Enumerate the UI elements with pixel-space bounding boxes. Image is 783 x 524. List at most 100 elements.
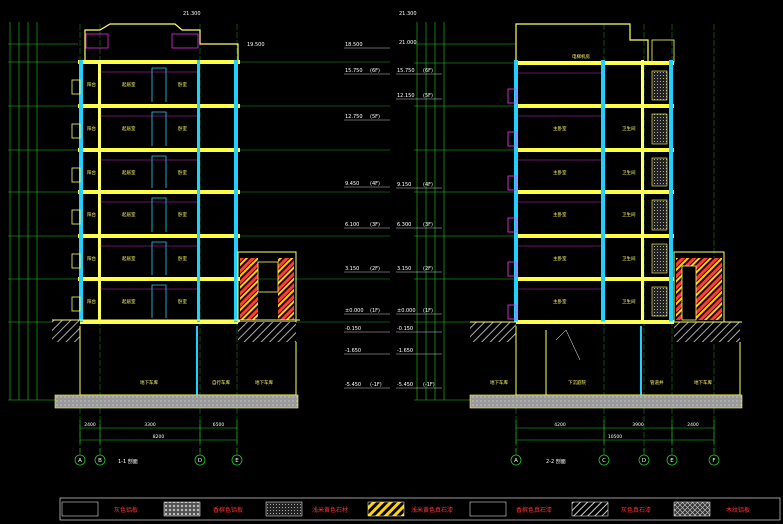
right-axis-D: D	[642, 458, 646, 464]
right-balcony-rail	[507, 217, 517, 233]
right-roof-box	[651, 39, 675, 63]
legend-label: 浅米黄色真石漆	[411, 506, 453, 514]
right-axis-circle	[638, 454, 650, 466]
left-floor-slab	[78, 234, 240, 238]
left-roof-top-elevation: 21.300	[183, 11, 201, 17]
left-room-balcony: 阳台	[87, 255, 96, 262]
left-level-elevation: 3.150	[345, 266, 359, 272]
left-level-floor: (-1F)	[370, 382, 382, 388]
right-dim-label: 2400	[687, 422, 699, 428]
right-annex-door	[681, 265, 697, 321]
legend-swatch-empty	[469, 501, 507, 517]
right-wall-d	[641, 60, 644, 322]
left-room-bedroom: 卧室	[178, 211, 187, 218]
right-level-elevation: 3.150	[397, 266, 411, 272]
left-room-living: 起居室	[122, 125, 136, 132]
legend-swatch-diag	[571, 501, 609, 517]
right-roof-top-elevation: 21.300	[399, 11, 417, 17]
left-axis-D: D	[198, 458, 202, 464]
left-room-living: 起居室	[122, 298, 136, 305]
left-balcony-rail	[71, 123, 81, 139]
right-dim-label: 3900	[632, 422, 644, 428]
right-floor-slab	[514, 190, 674, 194]
left-earth-hatch	[238, 322, 296, 342]
left-balcony-rail	[71, 209, 81, 225]
left-level-elevation: 12.750	[345, 114, 363, 120]
right-shaft-panel	[651, 243, 668, 274]
right-balcony-rail	[507, 131, 517, 147]
left-column-e	[234, 60, 238, 322]
right-earth-hatch	[470, 322, 516, 342]
right-roof-room-label: 电梯机房	[572, 53, 590, 60]
legend-label: 灰色铝板	[114, 506, 138, 514]
right-shaft-panel	[651, 70, 668, 101]
left-wall-b	[98, 60, 101, 322]
right-room-bath: 卫生间	[622, 255, 636, 262]
left-roof-room	[85, 33, 109, 49]
right-floor-slab	[514, 61, 674, 65]
right-level-elevation: -5.450	[397, 382, 413, 388]
right-column-c	[601, 60, 605, 322]
right-axis-circle	[598, 454, 610, 466]
right-room-bath: 卫生间	[622, 125, 636, 132]
right-axis-circle	[510, 454, 522, 466]
right-foundation	[469, 394, 743, 409]
right-room-garage: 地下车库	[490, 379, 508, 386]
right-axis-F: F	[712, 458, 715, 464]
left-floor-slab	[78, 104, 240, 108]
left-level-elevation: -1.650	[345, 348, 361, 354]
left-door-frame	[151, 197, 167, 232]
left-level-elevation: 18.500	[345, 42, 363, 48]
right-earth-hatch	[674, 322, 740, 342]
left-level-elevation: -0.150	[345, 326, 361, 332]
legend-swatch-solid	[61, 501, 99, 517]
right-floor-slab	[514, 277, 674, 281]
left-room-balcony: 阳台	[87, 125, 96, 132]
right-level-elevation: 15.750	[397, 68, 415, 74]
right-floor-slab	[514, 148, 674, 152]
right-floor-slab	[514, 234, 674, 238]
left-roof-outline	[84, 23, 239, 62]
left-earth-hatch	[52, 320, 80, 342]
left-door-frame	[151, 241, 167, 275]
left-level-floor: (3F)	[370, 222, 380, 228]
left-axis-B: B	[98, 458, 102, 464]
right-level-elevation: ±0.000	[397, 308, 416, 314]
right-shaft-panel	[651, 199, 668, 231]
left-balcony-rail	[71, 253, 81, 269]
right-axis-A: A	[514, 458, 518, 464]
left-axis-E: E	[235, 458, 239, 464]
left-room-bedroom: 卧室	[178, 298, 187, 305]
right-roof-outline	[515, 23, 649, 63]
left-room-bedroom: 卧室	[178, 255, 187, 262]
right-floor-slab	[514, 104, 674, 108]
right-shaft-panel	[651, 286, 668, 317]
left-level-elevation: ±0.000	[345, 308, 364, 314]
left-floor-slab	[78, 190, 240, 194]
left-room-living: 起居室	[122, 255, 136, 262]
right-shaft-panel	[651, 113, 668, 145]
right-level-floor: (-1F)	[423, 382, 435, 388]
left-axis-circle	[231, 454, 243, 466]
right-dim-total: 10500	[608, 434, 622, 440]
left-room-bedroom: 卧室	[178, 125, 187, 132]
left-column-d	[197, 60, 200, 322]
legend-label: 木纹铝板	[726, 506, 750, 514]
left-level-floor: (2F)	[370, 266, 380, 272]
left-level-floor: (5F)	[370, 114, 380, 120]
left-dim-label: 6500	[213, 422, 225, 428]
right-level-floor: (1F)	[423, 308, 433, 314]
right-roof-elevation-2: 21.000	[399, 40, 417, 46]
legend-swatch-cross	[673, 501, 711, 517]
right-section: 21.300 21.000 电梯机房 15.750(6F)12.150(5F)9…	[396, 11, 720, 466]
right-shaft-panel	[651, 157, 668, 187]
legend-label: 灰色真石漆	[621, 506, 651, 514]
left-level-floor: (1F)	[370, 308, 380, 314]
legend-swatch-dots	[163, 501, 201, 517]
right-level-floor: (4F)	[423, 182, 433, 188]
right-axis-E: E	[670, 458, 674, 464]
left-level-elevation: -5.450	[345, 382, 361, 388]
right-level-labels: 15.750(6F)12.150(5F)9.150(4F)6.300(3F)3.…	[396, 68, 442, 389]
